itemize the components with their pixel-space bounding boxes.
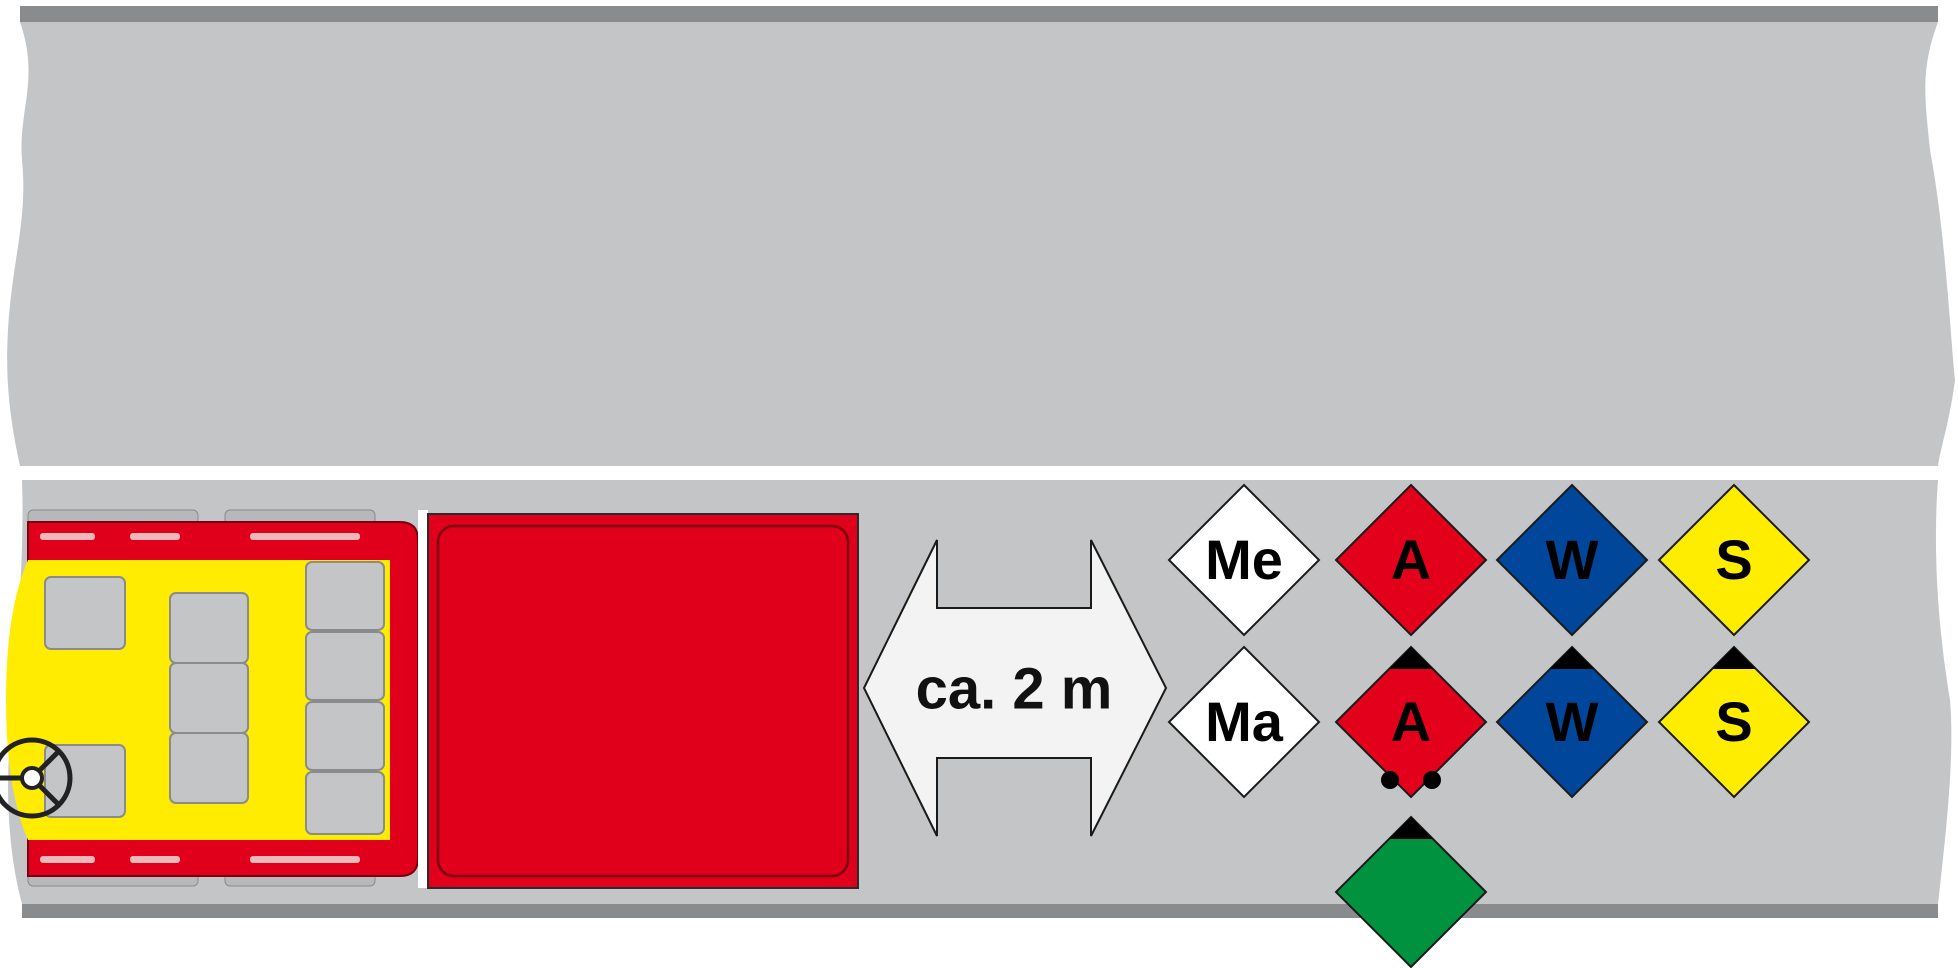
hazard-sign-bottom-s: S: [1657, 645, 1811, 799]
distance-label: ca. 2 m: [916, 656, 1113, 721]
sign-diamond: [1657, 483, 1811, 637]
sign-label: Ma: [1205, 690, 1284, 753]
frame-stripe: [40, 856, 95, 863]
lane-marking: [1458, 466, 1938, 480]
sign-label: W: [1546, 528, 1599, 591]
seat: [305, 631, 385, 701]
upper-road-surface: [7, 22, 1955, 466]
frame-stripe: [250, 856, 360, 863]
hazard-sign-bottom-ma: Ma: [1167, 645, 1321, 799]
vehicle-body: [427, 513, 859, 889]
upper-road: [7, 6, 1955, 480]
hazard-sign-bottom-a: A: [1334, 645, 1488, 799]
seat: [169, 662, 249, 734]
hazard-sign-top-w: W: [1495, 483, 1649, 637]
sign-label: A: [1391, 528, 1431, 591]
sign-label: Me: [1205, 528, 1283, 591]
steering-wheel-icon: [0, 737, 73, 819]
sign-marker-dot: [1381, 771, 1399, 789]
seat: [44, 576, 126, 650]
hazard-sign-top-me: Me: [1167, 483, 1321, 637]
seat: [305, 561, 385, 631]
frame-stripe: [250, 533, 360, 540]
vehicle-gap: [418, 510, 428, 888]
lower-road-edge: [22, 904, 1938, 918]
sign-diamond: [1167, 483, 1321, 637]
hazard-sign-top-s: S: [1657, 483, 1811, 637]
sign-diamond: [1495, 483, 1649, 637]
frame-stripe: [40, 533, 95, 540]
sign-diamond: [1657, 645, 1811, 799]
sign-diamond: [1495, 645, 1649, 799]
sign-marker-triangle: [1389, 817, 1433, 839]
seat: [169, 732, 249, 804]
vehicle-body-roof: [436, 524, 850, 878]
sign-marker-triangle: [1712, 647, 1756, 669]
sign-label: S: [1715, 690, 1752, 753]
hazard-sign-top-a: A: [1334, 483, 1488, 637]
distance-arrow: ca. 2 m: [862, 539, 1168, 837]
lane-marking: [22, 466, 500, 480]
sign-marker-triangle: [1550, 647, 1594, 669]
sign-label: S: [1715, 528, 1752, 591]
double-arrow: [862, 539, 1168, 837]
frame-stripe: [130, 856, 180, 863]
seat: [305, 701, 385, 771]
sign-diamond: [1334, 645, 1488, 799]
hazard-sign-green: [1334, 815, 1488, 968]
sign-marker-dot: [1423, 771, 1441, 789]
hazard-sign-bottom-w: W: [1495, 645, 1649, 799]
sign-diamond: [1167, 645, 1321, 799]
lane-marking: [748, 466, 1270, 480]
sign-diamond: [1334, 483, 1488, 637]
sign-label: W: [1546, 690, 1599, 753]
upper-road-edge: [20, 6, 1938, 22]
seat: [305, 771, 385, 835]
fire-vehicle: [0, 509, 859, 889]
seat: [169, 592, 249, 664]
sign-diamond: [1334, 815, 1488, 968]
sign-label: A: [1391, 690, 1431, 753]
frame-stripe: [130, 533, 180, 540]
sign-marker-triangle: [1389, 647, 1433, 669]
